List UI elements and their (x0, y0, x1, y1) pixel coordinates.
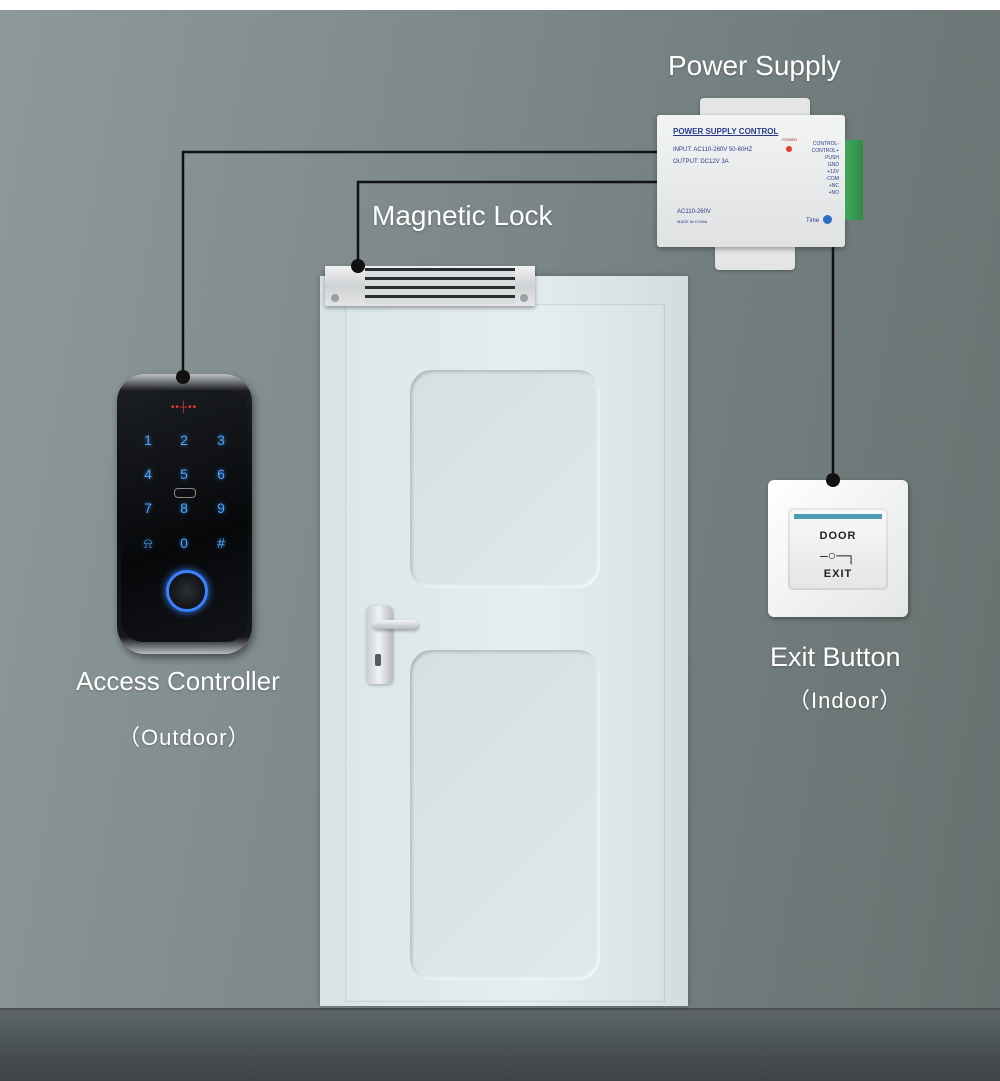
psu-terminal-labels: CONTROL- CONTROL+ PUSH GND +12V -COM +NC… (805, 141, 839, 197)
keypad-key: 6 (217, 466, 225, 482)
label-power-supply: Power Supply (668, 50, 841, 81)
psu-terminal-label: +12V (827, 169, 839, 175)
keypad-key: 5 (180, 466, 188, 482)
exit-button (788, 508, 888, 590)
keypad-key: 9 (217, 500, 225, 516)
nfc-indicator-icon: ••┼•• (171, 402, 198, 413)
power-supply-box (657, 115, 845, 247)
psu-time-label: Time (806, 218, 820, 224)
keypad-key: 2 (180, 432, 188, 448)
wire-connector-controller (176, 370, 190, 384)
floor-line (0, 1008, 1000, 1011)
exit-button-exit-text: EXIT (823, 568, 853, 580)
keypad-key: 8 (180, 500, 188, 516)
keypad-key: 1 (144, 432, 152, 448)
keypad-key: 3 (217, 432, 225, 448)
magnetic-lock-armature (365, 268, 515, 304)
psu-terminal-label: -COM (825, 176, 839, 182)
keypad-key: 4 (144, 466, 152, 482)
psu-power-label: POWER (782, 137, 798, 142)
power-led-icon (786, 146, 792, 152)
psu-ac-spec: AC110-260V (677, 209, 711, 215)
keypad-key: # (217, 535, 225, 551)
psu-terminal-label: GND (827, 162, 839, 168)
keyhole (375, 654, 381, 666)
exit-button-stripe (794, 514, 882, 519)
label-access-controller: Access Controller (76, 666, 280, 696)
label-outdoor: （Outdoor） (118, 725, 251, 750)
fingerprint-sensor-icon (166, 570, 208, 612)
psu-terminal-label: CONTROL- (812, 141, 839, 147)
psu-input-spec: INPUT: AC110-260V 50-60HZ (673, 147, 753, 153)
psu-output-spec: OUTPUT: DC12V 3A (673, 159, 729, 165)
wire-connector-maglock (351, 259, 365, 273)
wire-controller-to-psu (181, 150, 657, 377)
screw-icon (520, 294, 528, 302)
bell-icon: ⍾ (143, 535, 153, 551)
psu-made-in: MADE IN CHINA (677, 219, 708, 224)
door-panel-bottom (410, 650, 600, 980)
psu-terminal-block (845, 140, 863, 220)
wire-connector-exit-button (826, 473, 840, 487)
key-icon: ‒○─┐ (819, 547, 857, 563)
keypad-badge-icon (174, 488, 196, 498)
keypad-key: 0 (180, 535, 188, 551)
floor (0, 1010, 1000, 1081)
door-panel-top (410, 370, 600, 588)
psu-terminal-label: CONTROL+ (811, 148, 839, 154)
psu-title: POWER SUPPLY CONTROL (673, 127, 779, 136)
door-handle (372, 620, 418, 629)
psu-terminal-label: +NO (828, 190, 839, 196)
psu-terminal-label: +NC (828, 183, 839, 189)
screw-icon (331, 294, 339, 302)
exit-button-door-text: DOOR (819, 530, 857, 542)
door-handle-plate (366, 606, 392, 684)
time-knob-icon (823, 215, 832, 224)
label-indoor: （Indoor） (788, 688, 903, 713)
label-exit-button: Exit Button (770, 642, 901, 672)
label-magnetic-lock: Magnetic Lock (372, 200, 553, 231)
wire-maglock-to-psu (356, 180, 657, 266)
keypad-key: 7 (144, 500, 152, 516)
psu-terminal-label: PUSH (825, 155, 839, 161)
